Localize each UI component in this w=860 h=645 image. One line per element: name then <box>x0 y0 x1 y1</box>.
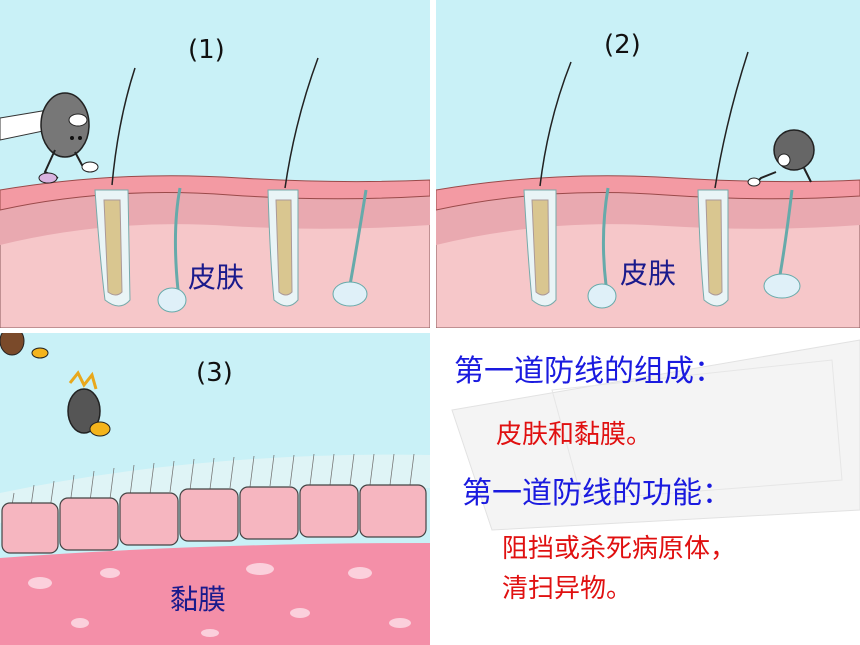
tissue-label-skin: 皮肤 <box>188 261 245 294</box>
germ-character <box>67 370 111 437</box>
germ-character <box>747 129 815 187</box>
mucosa-illustration <box>0 333 430 645</box>
hair-follicle <box>697 51 749 307</box>
skin-panel-2: (2) 皮肤 <box>436 0 860 328</box>
panel-number: (1) <box>188 35 225 65</box>
hair-follicle <box>94 67 136 307</box>
sweat-gland <box>763 189 801 299</box>
germ-character <box>0 333 49 359</box>
germ-character <box>0 92 99 184</box>
tissue-label-mucosa: 黏膜 <box>170 583 227 616</box>
sweat-gland <box>332 189 368 307</box>
skin-panel-1: (1) 皮肤 <box>0 0 430 328</box>
hair-follicle <box>267 57 319 307</box>
answer-composition: 皮肤和黏膜。 <box>496 420 653 450</box>
sweat-gland <box>157 187 187 313</box>
epithelial-cells <box>1 484 427 554</box>
panel-number: (3) <box>196 358 233 388</box>
skin-illustration-2 <box>436 51 860 328</box>
tissue-spots <box>28 563 411 637</box>
heading-composition: 第一道防线的组成： <box>454 354 724 389</box>
heading-function: 第一道防线的功能： <box>462 476 732 511</box>
skin-illustration-1 <box>0 57 430 328</box>
hair-follicle <box>523 61 572 307</box>
mucosa-panel: (3) 黏膜 <box>0 333 430 645</box>
sweat-gland <box>587 187 617 309</box>
background-sketch <box>451 339 860 531</box>
answer-function-line2: 清扫异物。 <box>502 574 633 604</box>
tissue-label-skin: 皮肤 <box>620 257 677 290</box>
text-panel: 第一道防线的组成： 皮肤和黏膜。 第一道防线的功能： 阻挡或杀死病原体， 清扫异… <box>432 330 860 645</box>
answer-function-line1: 阻挡或杀死病原体， <box>502 534 737 564</box>
epidermis-layer <box>0 175 430 211</box>
panel-number: (2) <box>604 30 641 60</box>
